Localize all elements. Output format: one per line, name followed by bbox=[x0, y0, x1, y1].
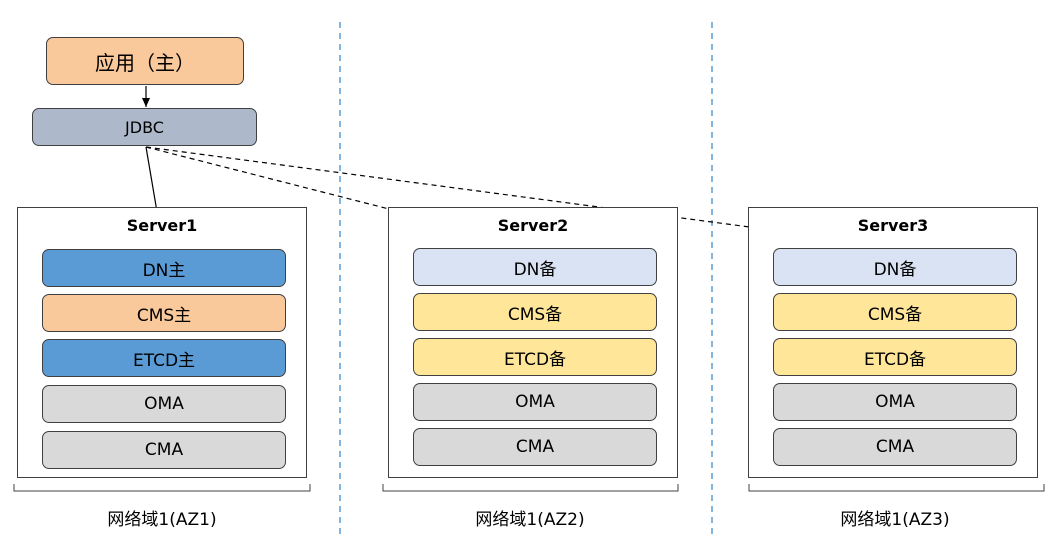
server3-cma: CMA bbox=[773, 428, 1017, 466]
app-primary-box: 应用（主） bbox=[46, 37, 244, 85]
server1-cma: CMA bbox=[42, 431, 286, 469]
server1-cms: CMS主 bbox=[42, 294, 286, 332]
zone-label-az1: 网络域1(AZ1) bbox=[107, 510, 217, 530]
server1-oma: OMA bbox=[42, 385, 286, 423]
server3-title: Server3 bbox=[857, 216, 929, 235]
jdbc-box: JDBC bbox=[32, 108, 257, 146]
zone-brace-1 bbox=[13, 484, 311, 492]
zone-label-az3: 网络域1(AZ3) bbox=[840, 510, 950, 530]
server2-etcd: ETCD备 bbox=[413, 338, 657, 376]
server2-cms: CMS备 bbox=[413, 293, 657, 331]
server1-title: Server1 bbox=[126, 216, 198, 235]
zone-brace-3 bbox=[748, 484, 1045, 492]
server3-cms: CMS备 bbox=[773, 293, 1017, 331]
zone-label-az2: 网络域1(AZ2) bbox=[475, 510, 585, 530]
zone-brace-2 bbox=[382, 484, 679, 492]
server2-dn: DN备 bbox=[413, 248, 657, 286]
server3-etcd: ETCD备 bbox=[773, 338, 1017, 376]
server2-cma: CMA bbox=[413, 428, 657, 466]
server1-dn: DN主 bbox=[42, 249, 286, 287]
server2-title: Server2 bbox=[497, 216, 569, 235]
server1-etcd: ETCD主 bbox=[42, 339, 286, 377]
server2-oma: OMA bbox=[413, 383, 657, 421]
server3-dn: DN备 bbox=[773, 248, 1017, 286]
server3-oma: OMA bbox=[773, 383, 1017, 421]
